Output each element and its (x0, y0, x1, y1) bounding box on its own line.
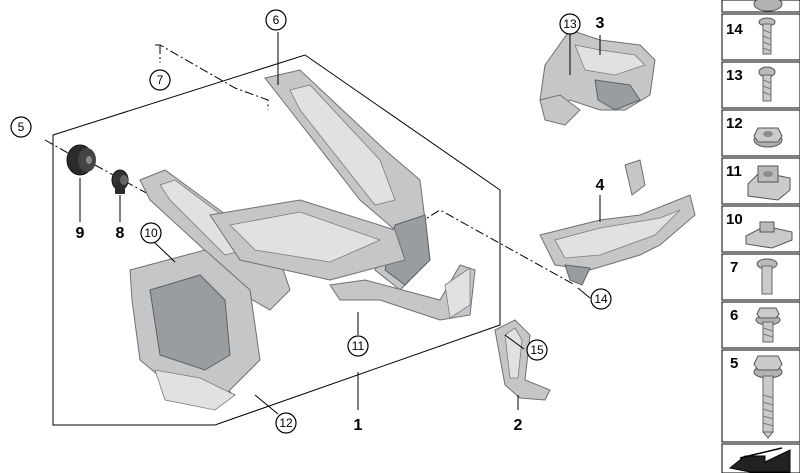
callout-6: 6 (265, 9, 287, 31)
svg-text:13: 13 (726, 67, 743, 84)
svg-text:13: 13 (563, 17, 577, 31)
leader-lines (79, 32, 601, 415)
torx-screw-icon (758, 66, 776, 102)
assembly-frame-outline (52, 54, 501, 426)
svg-text:15: 15 (530, 343, 544, 357)
svg-text:14: 14 (726, 21, 743, 38)
svg-text:7: 7 (157, 73, 164, 87)
label-3: 3 (596, 15, 605, 32)
svg-text:11: 11 (352, 339, 365, 353)
long-hex-bolt-icon (753, 355, 783, 439)
dashdot-line-9-8 (94, 164, 151, 196)
legend-column: 14 13 12 (721, 0, 800, 473)
svg-text:5: 5 (18, 120, 25, 134)
label-9: 9 (76, 225, 85, 242)
dashdot-line-5 (44, 139, 76, 158)
navigation-arrow-icon (728, 447, 791, 473)
label-8: 8 (116, 225, 125, 242)
grommet-part (111, 169, 129, 194)
svg-text:11: 11 (726, 163, 742, 180)
legend-item-12: 12 (721, 109, 800, 157)
bracket-part-2 (494, 319, 551, 401)
svg-text:12: 12 (279, 416, 293, 430)
svg-text:5: 5 (730, 355, 738, 372)
spring-nut-clip-icon (745, 221, 793, 249)
callout-11: 11 (347, 335, 369, 357)
svg-text:12: 12 (726, 115, 743, 132)
main-carrier-part (129, 69, 476, 411)
legend-item-13: 13 (721, 61, 800, 109)
legend-item-7: 7 (721, 253, 800, 301)
bracket-part-3 (539, 29, 656, 126)
callout-14: 14 (590, 288, 612, 310)
svg-text:6: 6 (273, 13, 280, 27)
dashdot-line-7 (155, 44, 269, 110)
hex-nut-icon (753, 127, 783, 148)
legend-item-5: 5 (721, 349, 800, 443)
legend-item-11: 11 (721, 157, 800, 205)
bracket-part-4 (539, 159, 696, 286)
label-1: 1 (354, 417, 363, 434)
callout-7: 7 (149, 69, 171, 91)
svg-text:14: 14 (594, 292, 608, 306)
svg-text:10: 10 (726, 211, 743, 228)
svg-text:7: 7 (730, 259, 738, 276)
callout-15: 15 (526, 339, 548, 361)
rubber-bushing-part (66, 144, 96, 176)
torx-screw-icon (758, 17, 776, 55)
square-cage-nut-icon (747, 165, 791, 201)
callout-10: 10 (140, 222, 162, 244)
label-4: 4 (596, 177, 605, 194)
legend-item-6: 6 (721, 301, 800, 349)
callout-12: 12 (275, 412, 297, 434)
callout-13: 13 (559, 13, 581, 35)
torx-bolt-icon (756, 258, 778, 295)
callout-5: 5 (10, 116, 32, 138)
legend-arrow-cell (721, 443, 800, 473)
legend-item-10: 10 (721, 205, 800, 253)
label-2: 2 (514, 417, 523, 434)
svg-text:10: 10 (144, 226, 158, 240)
hex-bolt-washer-icon (755, 307, 781, 343)
svg-text:6: 6 (730, 307, 738, 324)
legend-item-14: 14 (721, 13, 800, 61)
